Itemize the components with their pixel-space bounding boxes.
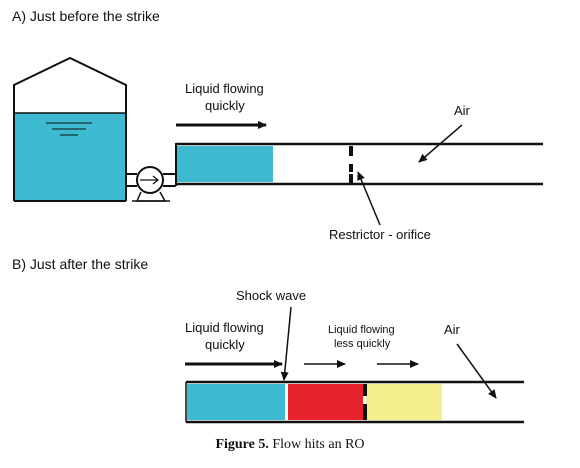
air-arrow-a: [418, 124, 463, 163]
pipe-b-slow-zone: [366, 384, 442, 420]
panel-a-heading: A) Just before the strike: [12, 8, 160, 24]
shock-wave-pointer: [280, 306, 292, 381]
pipe-a-water: [177, 146, 273, 182]
panel-b-air-label: Air: [444, 322, 461, 337]
air-arrow-b: [456, 343, 497, 399]
panel-b-flow-label: Liquid flowing quickly: [185, 320, 267, 352]
tank-water: [15, 113, 125, 200]
orifice-a: [349, 146, 353, 183]
orifice-arrow: [357, 171, 381, 226]
water-tank: [13, 56, 127, 202]
pipe-b: [185, 380, 524, 424]
panel-b-slow-label: Liquid flowing less quickly: [328, 324, 398, 350]
figure-caption-text: Flow hits an RO: [272, 437, 365, 452]
pump-icon: [132, 166, 170, 202]
shock-wave-label: Shock wave: [236, 288, 306, 303]
pipe-b-shock-zone: [288, 384, 363, 420]
panel-a-flow-label: Liquid flowing quickly: [185, 81, 267, 113]
panel-b-heading: B) Just after the strike: [12, 256, 148, 272]
pipe-a: [176, 142, 543, 186]
figure-caption: Figure 5. Flow hits an RO: [0, 437, 580, 453]
orifice-label: Restrictor - orifice: [329, 227, 431, 242]
orifice-b: [363, 384, 367, 420]
figure-label: Figure 5.: [215, 437, 269, 452]
pipe-b-water: [187, 384, 285, 420]
panel-a-air-label: Air: [454, 103, 471, 118]
